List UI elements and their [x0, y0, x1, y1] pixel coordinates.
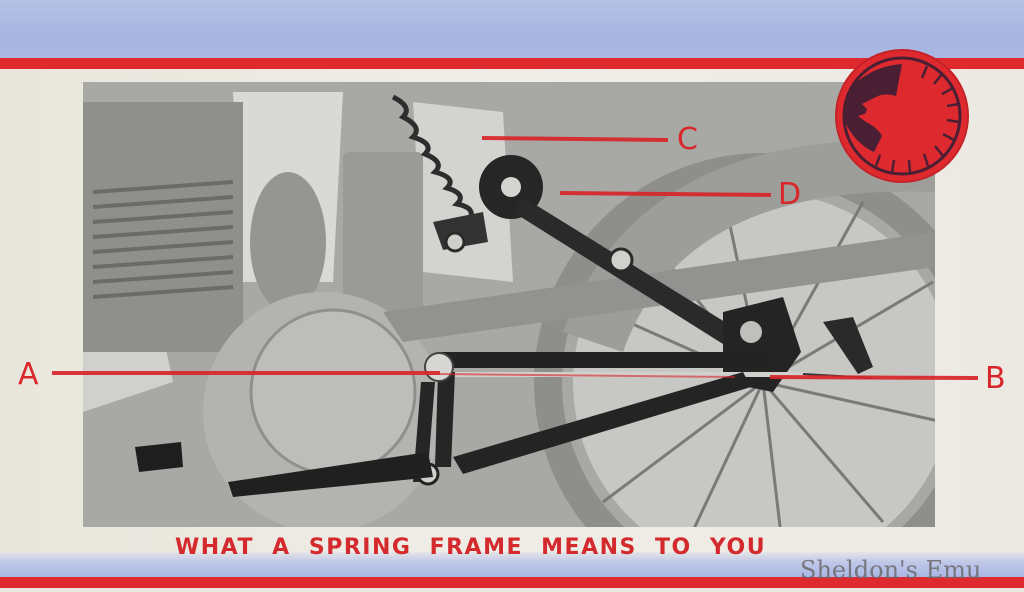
- pegasus-horse-head-roundel-icon: [822, 48, 982, 184]
- bottom-red-stripe: [0, 577, 1024, 588]
- top-blue-band: [0, 0, 1024, 58]
- bottom-blue-band: [0, 552, 1024, 577]
- callout-label-d: D: [778, 177, 802, 212]
- top-red-stripe: [0, 58, 1024, 69]
- watermark: Sheldon's Emu: [800, 556, 982, 584]
- callout-label-a: A: [18, 357, 39, 392]
- callout-label-c: C: [677, 122, 698, 157]
- callout-label-b: B: [985, 361, 1006, 396]
- caption-title: WHAT A SPRING FRAME MEANS TO YOU: [175, 535, 767, 560]
- motorcycle-spring-frame-photo: [83, 82, 935, 527]
